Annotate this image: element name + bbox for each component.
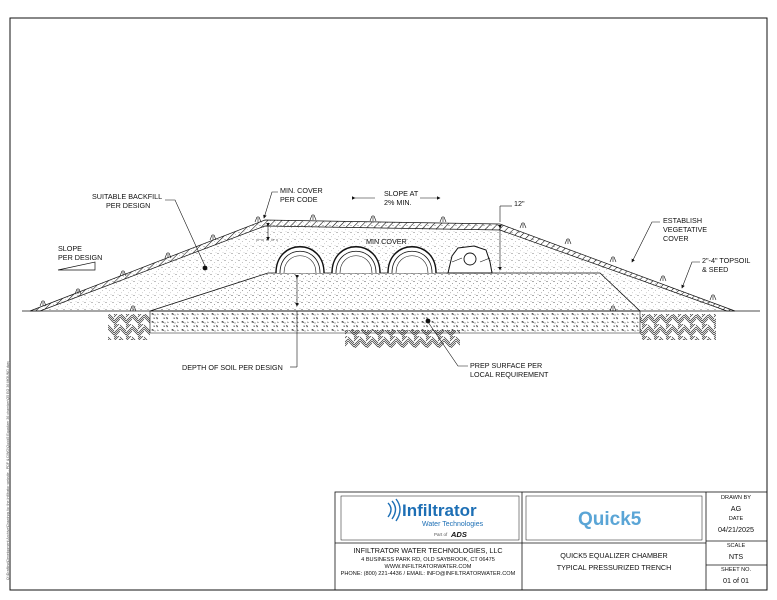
slope-symbol <box>57 261 96 271</box>
depth-of-soil-dimension <box>290 275 299 368</box>
sheet-value: 01 of 01 <box>723 576 749 585</box>
sheet-label: SHEET NO. <box>721 567 751 573</box>
prepared-surface <box>149 310 641 334</box>
drawing-title-line1: QUICK5 EQUALIZER CHAMBER <box>560 551 667 560</box>
drawn-by-value: AG <box>731 504 742 513</box>
label-establish-2: VEGETATIVE <box>663 225 707 234</box>
leader-vegetative-cover <box>631 221 660 263</box>
company-name: INFILTRATOR WATER TECHNOLOGIES, LLC <box>353 546 502 555</box>
date-value: 04/21/2025 <box>718 525 754 534</box>
label-prep-surface-2: LOCAL REQUIREMENT <box>470 370 549 379</box>
scale-value: NTS <box>729 552 744 561</box>
label-slope-at-2: 2% MIN. <box>384 198 412 207</box>
company-contact: PHONE: (800) 221-4436 / EMAIL: INFO@INFI… <box>341 571 516 577</box>
label-prep-surface-1: PREP SURFACE PER <box>470 361 542 370</box>
topsoil-layer <box>29 219 736 312</box>
leader-min-cover-code <box>263 191 278 219</box>
infiltrator-logo: Infiltrator Water Technologies Part of A… <box>387 498 484 539</box>
date-label: DATE <box>729 516 744 522</box>
side-file-path-note: Q:\Drafting\Development Archive\Drawings… <box>6 361 10 581</box>
twelve-inch-dimension <box>498 205 512 271</box>
label-slope-per-design-1: SLOPE <box>58 244 82 253</box>
company-address: 4 BUSINESS PARK RD, OLD SAYBROOK, CT 064… <box>361 557 495 563</box>
dot-suitable-backfill <box>202 265 208 271</box>
logo-part-of: Part of <box>434 532 448 537</box>
label-slope-per-design-2: PER DESIGN <box>58 253 102 262</box>
product-name: Quick5 <box>578 509 642 530</box>
logo-name: Infiltrator <box>402 501 477 520</box>
logo-waves-icon <box>387 498 401 522</box>
label-min-cover: MIN COVER <box>366 237 407 246</box>
logo-sub: Water Technologies <box>422 521 484 528</box>
leader-topsoil <box>681 261 700 289</box>
trench-bed <box>149 272 642 312</box>
leader-prep-surface <box>427 321 468 367</box>
leader-suitable-backfill <box>165 199 206 267</box>
scale-label: SCALE <box>727 543 746 549</box>
label-topsoil-2: & SEED <box>702 265 728 274</box>
label-slope-at-1: SLOPE AT <box>384 189 419 198</box>
native-soil-bottom <box>345 330 460 348</box>
label-twelve-inch: 12" <box>514 199 525 208</box>
dot-prep-surface <box>425 318 431 324</box>
label-suitable-backfill-2: PER DESIGN <box>106 201 150 210</box>
chamber-1 <box>275 246 325 274</box>
label-min-cover-code-2: PER CODE <box>280 195 318 204</box>
chamber-2 <box>331 246 381 274</box>
label-topsoil-1: 2"-4" TOPSOIL <box>702 256 750 265</box>
label-establish-3: COVER <box>663 234 689 243</box>
logo-ads: ADS <box>450 530 467 539</box>
label-min-cover-code-1: MIN. COVER <box>280 186 323 195</box>
chamber-end-view <box>447 245 493 274</box>
company-website: WWW.INFILTRATORWATER.COM <box>385 564 472 570</box>
label-depth-of-soil: DEPTH OF SOIL PER DESIGN <box>182 363 283 372</box>
title-block-frame <box>334 491 768 591</box>
drawn-by-label: DRAWN BY <box>721 495 751 501</box>
native-soil-left <box>108 314 150 340</box>
vegetation-tufts <box>39 214 717 312</box>
drawing-title-line2: TYPICAL PRESSURIZED TRENCH <box>557 563 672 572</box>
label-suitable-backfill-1: SUITABLE BACKFILL <box>92 192 162 201</box>
native-soil-right <box>640 314 716 340</box>
label-establish-1: ESTABLISH <box>663 216 702 225</box>
min-cover-dimension <box>256 223 278 241</box>
chamber-3 <box>387 246 437 274</box>
